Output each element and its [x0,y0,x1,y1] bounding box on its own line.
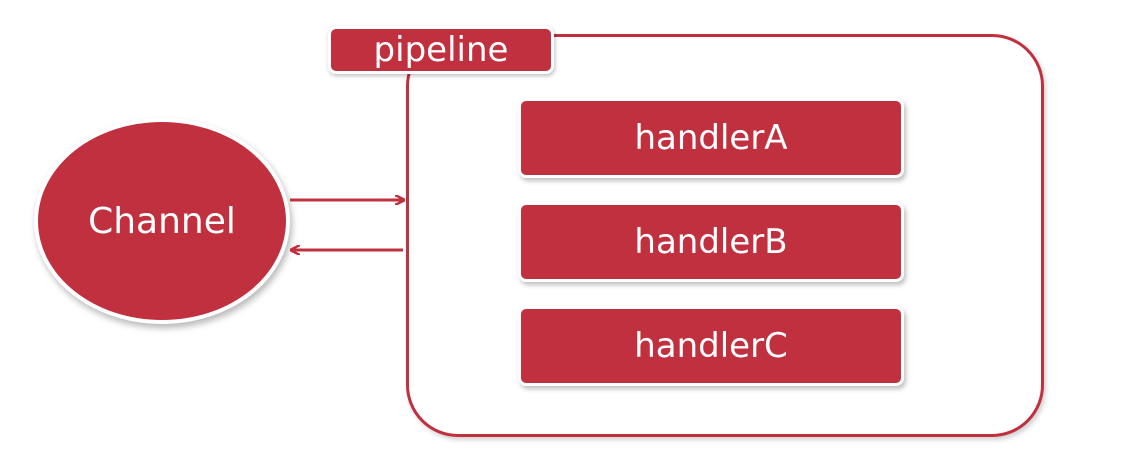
handler-a: handlerA [518,98,904,178]
channel-node: Channel [34,118,290,324]
pipeline-label: pipeline [328,26,554,74]
channel-label: Channel [88,200,236,242]
handler-c: handlerC [518,306,904,386]
handler-b: handlerB [518,202,904,282]
